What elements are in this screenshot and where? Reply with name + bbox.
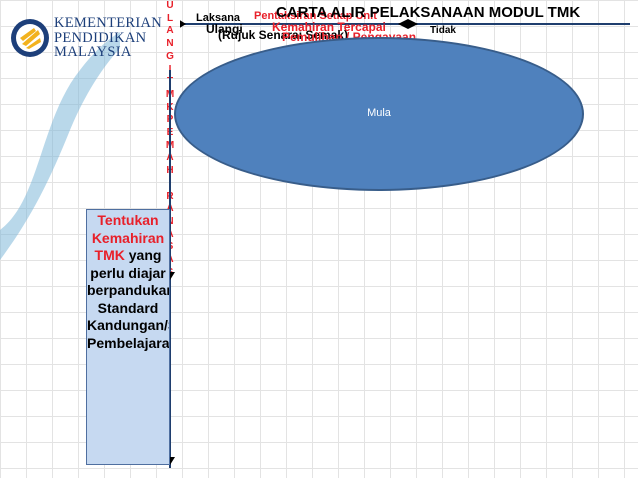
page-title: CARTA ALIR PELAKSANAAN MODUL TMK [276, 4, 581, 21]
arrow-right-icon [408, 19, 418, 29]
logo-line-2: PENDIDIKAN [54, 29, 147, 46]
arrow-left-icon [398, 19, 408, 29]
label-pentaksiran: Pentaksiran Setiap Unit [254, 10, 377, 22]
arrow-down-icon [180, 20, 186, 28]
box-red-text: Tentukan Kemahiran TMK [91, 212, 165, 263]
start-label: Mula [367, 107, 391, 119]
label-ulangi: Ulangi [206, 22, 243, 36]
vertical-letter: A [166, 25, 174, 37]
label-tidak: Tidak [430, 25, 456, 36]
vertical-letter: I [164, 64, 176, 77]
logo-emblem-icon [11, 19, 49, 57]
label-laksana: Laksana [196, 12, 241, 24]
process-box: Tentukan Kemahiran TMK yang perlu diajar… [86, 209, 170, 465]
label-rujuk: (Rujuk Senarai Semak) [218, 28, 349, 42]
logo-line-3: MALAYSIA [54, 44, 132, 60]
swoosh-shape [0, 31, 120, 260]
label-kemahiran-tercapai: Kemahiran Tercapai [272, 20, 386, 34]
ministry-logo: KEMENTERIAN PENDIDIKAN MALAYSIA [10, 14, 162, 62]
decorative-swoosh [0, 31, 120, 260]
top-arrows [180, 19, 418, 29]
start-oval: Mula [174, 37, 584, 191]
vertical-letter: U [166, 0, 174, 11]
logo-wordmark: KEMENTERIAN PENDIDIKAN MALAYSIA [54, 16, 162, 60]
vertical-letter: N [166, 38, 174, 50]
box-black-text: yang perlu diajar berpandukan Standard K… [87, 247, 170, 351]
vertical-connector-line [169, 70, 171, 468]
vertical-letter: L [166, 12, 174, 24]
vertical-letter: G [166, 50, 174, 62]
logo-line-1: KEMENTERIAN [54, 15, 163, 31]
